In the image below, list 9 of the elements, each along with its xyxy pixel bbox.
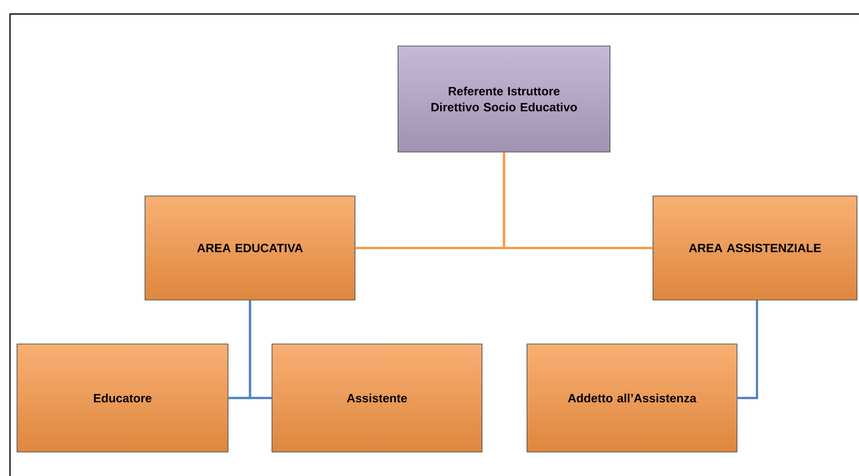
connector-line: [502, 152, 653, 250]
org-box: Assistente: [272, 344, 482, 452]
org-box: AREA EDUCATIVA: [144, 196, 356, 300]
connector-line: [737, 300, 758, 400]
org-box: AREA ASSISTENZIALE: [652, 196, 858, 300]
org-box: Referente Istruttore Direttivo Socio Educativo: [398, 46, 610, 152]
org-box: Educatore: [16, 344, 228, 452]
connector-line: [248, 300, 272, 400]
org-box: Addetto all’Assistenza: [526, 344, 738, 452]
